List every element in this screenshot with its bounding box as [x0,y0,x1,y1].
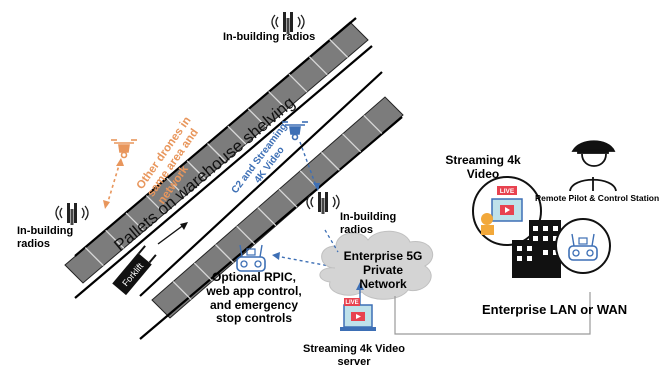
pallet-divider [320,151,340,171]
upper-shelving-rack [64,17,373,299]
remote-pilot-label: Remote Pilot & Control Station [535,193,660,203]
drone-link-dashed [106,161,121,206]
c2-link-dashed [299,141,317,187]
radios-left-label: In-building radios [17,225,74,250]
pallet-divider [172,281,192,301]
pallet-divider [207,143,226,162]
streaming-video-icon: LIVE [472,176,542,246]
radios-top-label: In-building radios [223,31,316,43]
pallet-divider [363,114,383,134]
pallet-divider [308,56,328,76]
pallet-divider [268,90,288,110]
pilot-icon [569,140,617,192]
controller-icon [236,244,266,272]
enterprise-5g-cloud [319,230,434,300]
drone-icon [282,121,308,141]
laptop-icon: LIVE [340,298,376,331]
pallet-divider [186,160,206,180]
pallet-divider [278,188,298,208]
pallet-divider [193,262,213,282]
pallet-divider [145,195,165,215]
video-server-label: Streaming 4k Video server [303,343,405,368]
streaming-video-label: Streaming 4k Video [445,153,521,181]
radio-tower-icon [55,202,89,226]
pallet-divider [257,207,277,227]
lan-wan-line [394,292,591,335]
pallet-divider [227,125,247,145]
drone-icon [111,139,137,159]
pallet-divider [247,108,267,128]
forklift-arrowhead [180,222,188,230]
pallet-divider [125,212,145,232]
pallet-divider [105,229,125,249]
radios-mid-label: In-building radios [340,211,397,236]
svg-text:LIVE: LIVE [500,188,515,195]
enterprise-lan-label: Enterprise LAN or WAN [482,302,628,317]
forklift-direction-arrow [157,223,186,245]
pallet-divider [166,177,186,197]
remote-control-station-icon [555,218,611,274]
svg-text:LIVE: LIVE [345,300,358,306]
lower-shelving-rack [139,71,404,340]
pallet-divider [329,38,349,58]
radio-tower-icon [306,191,340,215]
rpic-label: Optional RPIC, web app control, and emer… [206,270,302,326]
pallet-divider [288,73,308,93]
cloud-label: Enterprise 5G Private Network [343,249,423,291]
pallet-divider [236,225,256,245]
pallet-divider [342,133,362,153]
pallet-divider [215,244,235,264]
pallet-divider [84,247,104,267]
